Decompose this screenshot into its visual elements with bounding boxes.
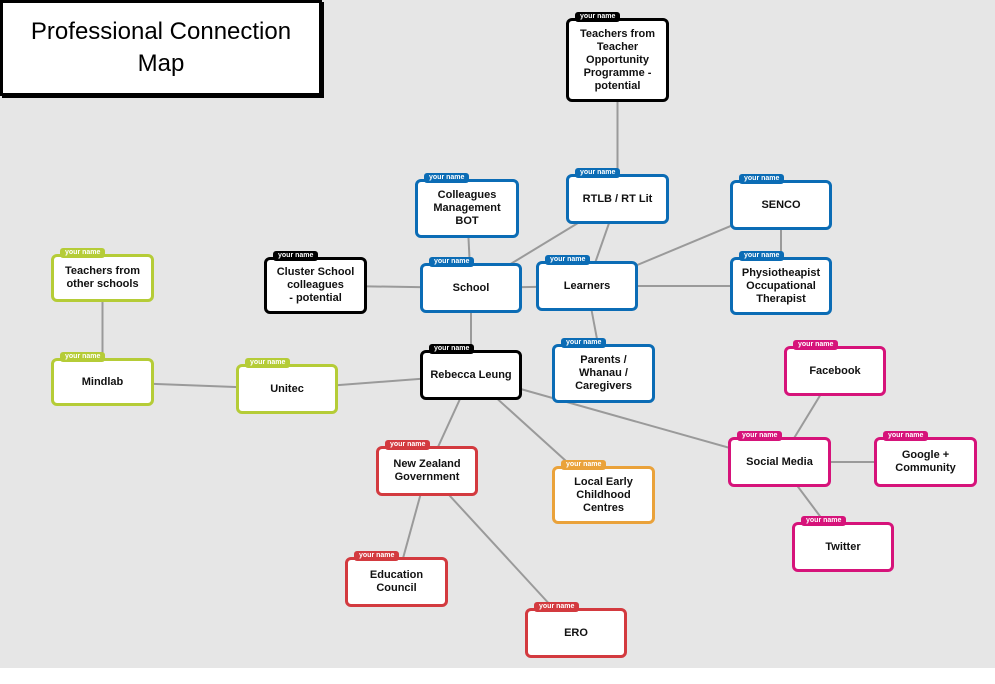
- node-label: Google + Community: [895, 449, 956, 474]
- node-label: Physiotheapist Occupational Therapist: [741, 266, 821, 305]
- node-name-tag: your name: [561, 460, 607, 470]
- node-label: Unitec: [270, 382, 304, 395]
- node-label: Colleagues Management BOT: [433, 189, 501, 227]
- node-name-tag: your name: [429, 344, 475, 354]
- node-name-tag: your name: [245, 358, 291, 368]
- node-name-tag: your name: [429, 257, 475, 267]
- bottom-strip: [0, 668, 995, 684]
- node-name-tag: your name: [739, 251, 785, 261]
- node-label: RTLB / RT Lit: [582, 192, 653, 205]
- node-name-tag: your name: [793, 340, 839, 350]
- node-name-tag: your name: [534, 602, 580, 612]
- node-label: Cluster School colleagues - potential: [276, 266, 355, 304]
- node-label: Twitter: [825, 540, 861, 553]
- node-label: Social Media: [746, 455, 813, 468]
- node-label: Parents / Whanau / Caregivers: [575, 354, 632, 392]
- node-label: Teachers from other schools: [65, 265, 140, 290]
- node-name-tag: your name: [801, 516, 847, 526]
- node-label: Learners: [563, 279, 611, 292]
- node-label: School: [452, 281, 490, 294]
- node-label: SENCO: [761, 198, 801, 211]
- node-name-tag: your name: [424, 173, 470, 183]
- node-name-tag: your name: [545, 255, 591, 265]
- node-name-tag: your name: [575, 12, 621, 22]
- node-label: Rebecca Leung: [430, 368, 512, 381]
- map-title: Professional Connection Map: [0, 0, 322, 96]
- node-label: Facebook: [809, 364, 861, 377]
- node-name-tag: your name: [273, 251, 319, 261]
- node-label: ERO: [564, 626, 588, 639]
- node-name-tag: your name: [354, 551, 400, 561]
- node-name-tag: your name: [60, 352, 106, 362]
- node-name-tag: your name: [739, 174, 785, 184]
- node-label: New Zealand Government: [393, 458, 461, 483]
- node-label: Mindlab: [81, 375, 124, 388]
- node-name-tag: your name: [561, 338, 607, 348]
- node-label: Education Council: [369, 569, 424, 594]
- node-name-tag: your name: [60, 248, 106, 258]
- node-label: Teachers from Teacher Opportunity Progra…: [580, 27, 655, 92]
- node-name-tag: your name: [883, 431, 929, 441]
- node-label: Local Early Childhood Centres: [574, 475, 633, 514]
- node-name-tag: your name: [385, 440, 431, 450]
- node-name-tag: your name: [737, 431, 783, 441]
- node-name-tag: your name: [575, 168, 621, 178]
